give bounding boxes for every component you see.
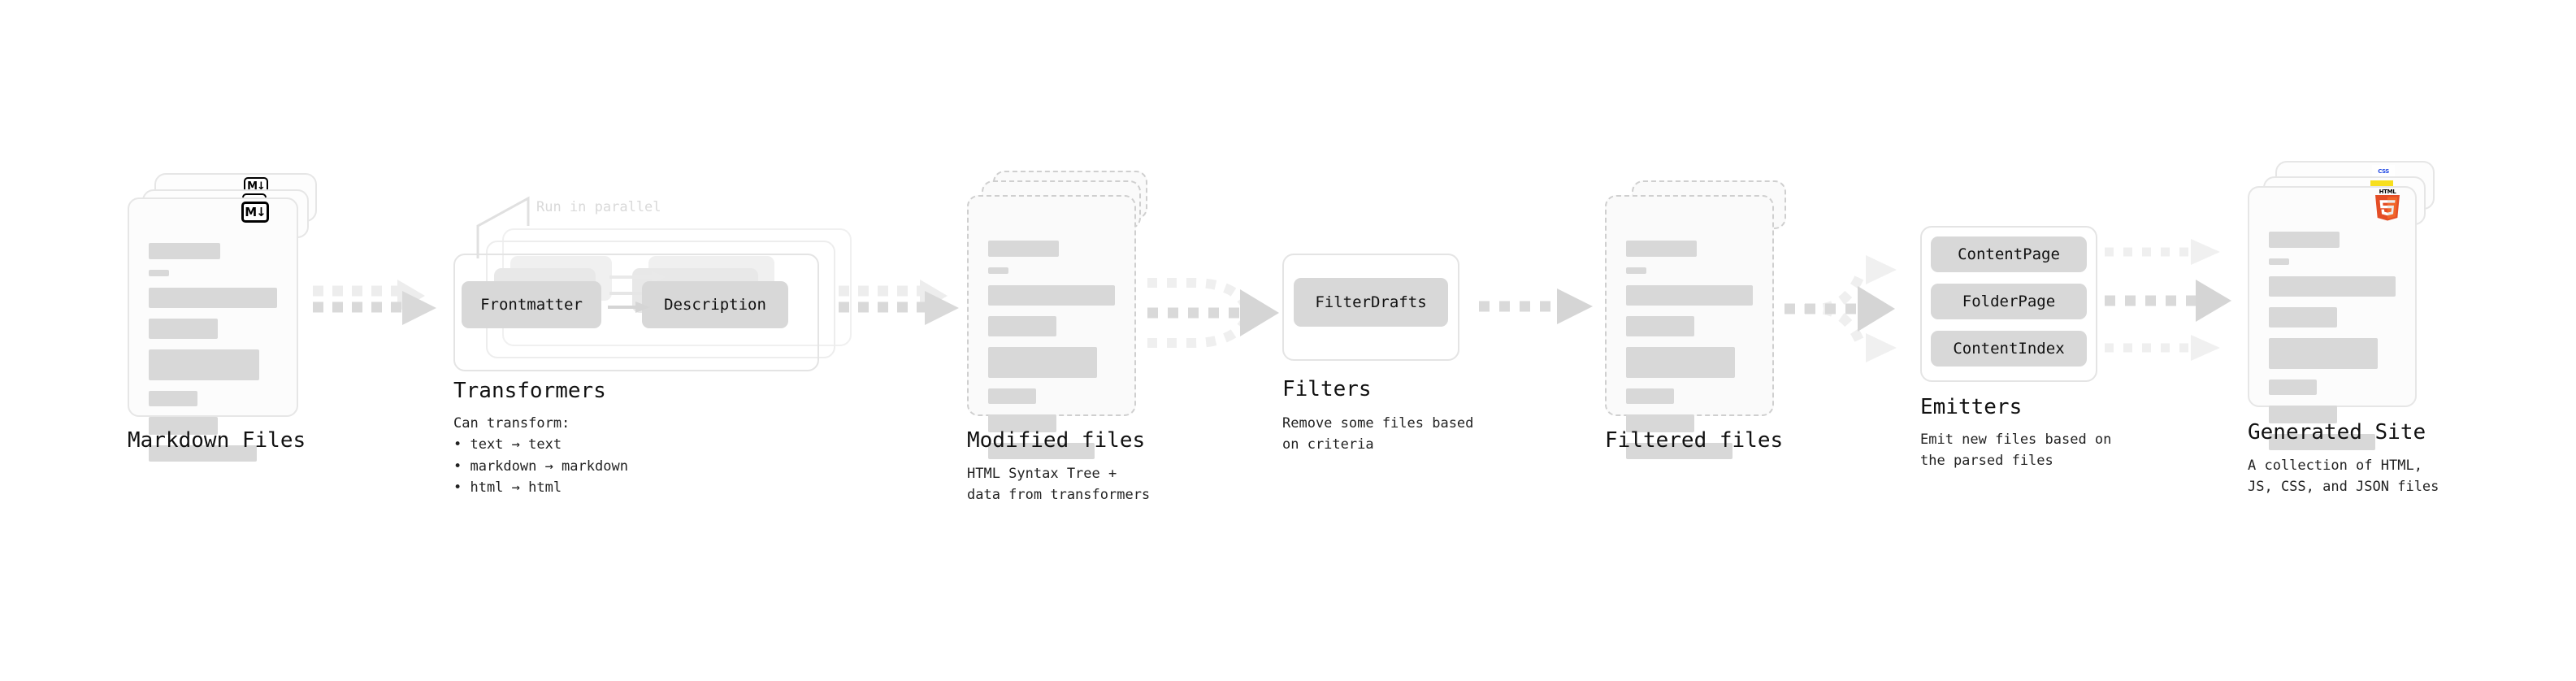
markdown-card-front <box>128 197 298 462</box>
content-bar <box>149 243 221 259</box>
stage-desc-modified-files: HTML Syntax Tree + data from transformer… <box>967 466 1151 504</box>
stage-title-generated-site: Generated Site <box>2248 420 2426 445</box>
arrow-transformers-to-modified <box>839 280 959 325</box>
filter-node-filterdrafts[interactable]: FilterDrafts <box>1294 278 1448 327</box>
site-card-front <box>2248 186 2417 450</box>
content-bar <box>988 388 1037 404</box>
stage-title-emitters: Emitters <box>1920 395 2023 419</box>
site-card-bars <box>2269 232 2396 461</box>
stage-title-transformers: Transformers <box>453 379 606 403</box>
modified-card-front <box>967 195 1136 459</box>
content-bar <box>2269 380 2318 395</box>
emitter-node-label: FolderPage <box>1962 293 2056 310</box>
content-bar <box>1626 347 1736 378</box>
markdown-icon: M↓ <box>241 202 269 223</box>
content-bar <box>988 443 1095 459</box>
stage-title-filters: Filters <box>1282 377 1372 401</box>
content-bar <box>1626 443 1733 459</box>
content-bar <box>988 414 1057 432</box>
content-bar <box>2269 307 2338 327</box>
transformer-node-label: Description <box>664 296 766 314</box>
content-bar <box>1626 241 1698 257</box>
arrow-filtered-to-emitters <box>1785 255 1897 362</box>
stage-desc-emitters: Emit new files based on the parsed files <box>1920 432 2112 470</box>
content-bar <box>988 347 1098 378</box>
stage-desc-transformers: Can transform: • text → text • markdown … <box>453 415 628 497</box>
content-bar <box>988 316 1057 336</box>
markdown-icon-label: M↓ <box>245 204 266 219</box>
content-bar <box>149 288 277 308</box>
transformer-node-frontmatter[interactable]: Frontmatter <box>462 281 601 328</box>
content-bar <box>2269 406 2338 423</box>
emitter-node-label: ContentIndex <box>1953 340 2065 358</box>
content-bar <box>2269 338 2379 369</box>
stage-title-markdown-files: Markdown Files <box>128 428 306 453</box>
content-bar <box>988 241 1060 257</box>
arrow-modified-to-filters <box>1147 278 1279 348</box>
content-bar <box>149 270 170 276</box>
transformer-panel-front <box>453 254 819 371</box>
css-icon-label: CSS <box>2378 168 2389 175</box>
emitter-node-label: ContentPage <box>1958 245 2060 263</box>
content-bar <box>2269 232 2340 248</box>
modified-card-bars <box>988 241 1115 470</box>
filtered-card-front <box>1605 195 1774 459</box>
content-bar <box>1626 285 1753 306</box>
content-bar <box>2269 434 2376 450</box>
content-bar <box>2269 258 2289 265</box>
arrow-markdown-to-transformers <box>313 280 436 325</box>
content-bar <box>149 319 219 339</box>
stage-desc-generated-site: A collection of HTML, JS, CSS, and JSON … <box>2248 458 2439 496</box>
run-in-parallel-annotation: Run in parallel <box>536 199 661 215</box>
emitter-node-contentpage[interactable]: ContentPage <box>1931 236 2087 272</box>
emitter-node-contentindex[interactable]: ContentIndex <box>1931 331 2087 367</box>
stage-title-modified-files: Modified files <box>967 428 1146 453</box>
emitters-panel <box>1920 226 2097 382</box>
content-bar <box>988 285 1115 306</box>
transformer-node-label: Frontmatter <box>480 296 583 314</box>
arrow-emitters-to-site <box>2105 239 2231 361</box>
markdown-card-bars <box>149 243 277 472</box>
filter-node-label: FilterDrafts <box>1315 293 1427 311</box>
stage-desc-filters: Remove some files based on criteria <box>1282 415 1474 453</box>
content-bar <box>149 445 257 462</box>
content-bar <box>1626 267 1646 274</box>
filtered-card-bars <box>1626 241 1753 470</box>
content-bar <box>149 349 259 380</box>
content-bar <box>988 267 1008 274</box>
generated-site-stack: CSS HTML <box>0 0 2435 450</box>
markdown-icon-label-back: M↓ <box>247 180 266 193</box>
run-in-parallel-bracket <box>476 196 530 258</box>
content-bar <box>149 391 198 406</box>
arrow-filters-to-filtered <box>1479 288 1593 324</box>
transformer-node-description[interactable]: Description <box>642 281 788 328</box>
stage-title-filtered-files: Filtered files <box>1605 428 1784 453</box>
content-bar <box>2269 276 2396 297</box>
emitter-node-folderpage[interactable]: FolderPage <box>1931 284 2087 319</box>
html5-icon: HTML <box>2374 189 2401 221</box>
filters-panel <box>1282 254 1459 361</box>
transformer-arrow-main <box>608 301 650 313</box>
content-bar <box>1626 414 1695 432</box>
content-bar <box>149 417 219 435</box>
content-bar <box>1626 388 1675 404</box>
content-bar <box>1626 316 1695 336</box>
html5-icon-text: HTML <box>2379 189 2396 195</box>
